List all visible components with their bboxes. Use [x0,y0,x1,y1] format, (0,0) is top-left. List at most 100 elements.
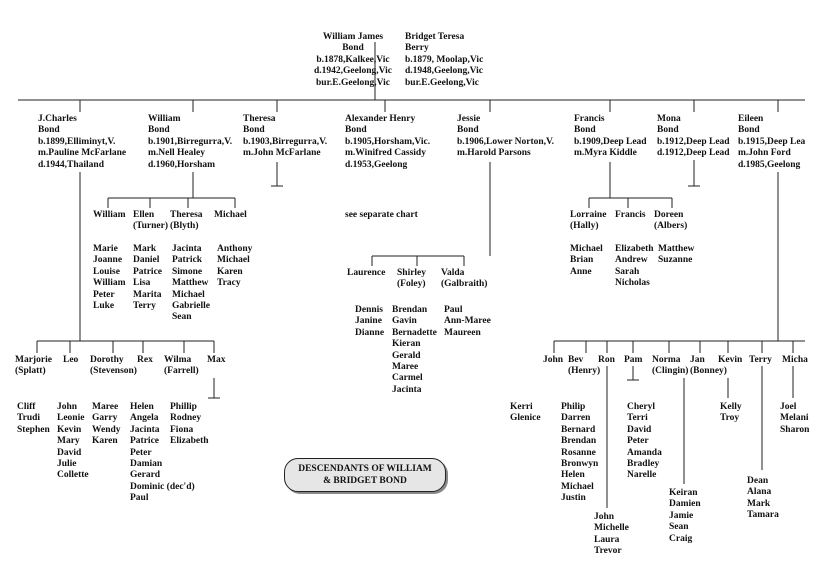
person-line: d.1912,Deep Lead [657,148,730,159]
person-line: Helen [561,470,585,481]
person-line: Patrice [133,266,163,277]
person-line: Anne [570,266,592,277]
person-c-leo: Leo [63,355,78,366]
person-line: Julie [57,459,77,470]
person-line: Amanda [627,447,662,458]
person-line: Ron [598,355,615,365]
person-f-doreen: Doreen(Albers) [654,210,687,233]
person-c-dorothy: Dorothy(Stevenson) [90,355,137,378]
person-line: b.1879, Moolap,Vic [405,54,484,65]
person-e-john: John [543,355,563,366]
person-line: Lorraine [570,210,607,220]
person-line: bur.E.Geelong,Vic [316,77,390,88]
person-line: Carmel [392,373,423,384]
person-line: Glenice [510,413,541,424]
person-line: see separate chart [345,210,418,220]
person-line: d.1960,Horsham [148,159,216,170]
person-line: (Blyth) [170,221,199,232]
person-line: Fiona [170,424,194,435]
person-j-valda: Valda(Galbraith) [441,268,487,291]
person-line: m.Pauline McFarlane [38,148,127,159]
person-line: Karen [217,266,243,277]
person-line: Terry [133,301,156,312]
person-line: Mary [57,436,80,447]
person-line: b.1915,Deep Lea [738,136,806,147]
person-line: Stephen [17,424,50,435]
person-line: Alana [747,487,772,498]
person-line: Bernadette [392,327,437,338]
person-c-max: Max [207,355,225,366]
person-line: (Hally) [570,221,599,232]
person-line: Paul [444,305,463,315]
person-line: Rosanne [561,447,596,458]
person-line: (Foley) [397,279,426,290]
person-line: Bond [345,125,367,136]
person-line: Dominic (dec'd) [130,481,195,492]
person-e-michael: Micha [782,355,808,366]
person-line: Michael [561,481,594,492]
person-line: Bond [148,125,170,136]
person-line: b.1901,Birregurra,V. [148,136,233,147]
person-line: (Henry) [568,366,601,377]
person-line: Elizabeth [170,436,209,447]
person-line: Bond [738,125,760,136]
person-line: Theresa [170,210,203,220]
person-line: Garry [92,413,118,424]
person-line: Gabrielle [172,301,210,312]
person-line: Jan [690,355,705,365]
person-line: b.1912,Deep Lead [657,136,730,147]
person-line: Simone [172,266,203,277]
person-line: d.1942,Geelong,Vic [314,66,393,77]
person-line: Shirley [397,268,427,278]
person-line: David [57,447,82,458]
person-line: (Bonney) [690,366,727,377]
person-line: b.1906,Lower Norton,V. [457,136,555,147]
person-line: Trudi [17,413,41,424]
person-line: Marita [133,289,162,300]
person-line: Rex [137,355,153,365]
person-line: Joel [780,402,797,412]
person-j-laurence: Laurence [347,268,385,279]
person-line: Joanne [93,255,123,266]
person-line: m.Myra Kiddle [574,148,637,159]
person-line: William James [322,32,384,42]
person-line: Troy [720,413,740,424]
person-line: Ann-Maree [444,316,491,327]
person-w-william: William [93,210,126,221]
person-line: Kevin [718,355,743,365]
person-see-separate: see separate chart [345,210,418,221]
person-line: b.1905,Horsham,Vic. [345,136,431,147]
person-line: Dean [747,476,769,486]
person-e-bev: Bev(Henry) [568,355,600,378]
person-line: Ellen [133,210,155,220]
person-line: (Farrell) [164,366,199,377]
person-line: Pam [624,355,643,365]
person-line: Melani [780,413,809,424]
person-line: Terri [627,413,648,424]
person-line: William [93,278,126,289]
person-line: Luke [93,301,115,312]
person-line: Patrice [130,436,160,447]
person-line: Elizabeth [615,244,654,254]
person-line: b.1903,Birregurra,V. [243,136,328,147]
person-line: Damian [130,459,163,470]
person-line: Kerri [510,402,533,412]
person-line: Brian [570,255,594,266]
person-line: Suzanne [658,255,693,266]
person-line: Gavin [392,316,417,327]
